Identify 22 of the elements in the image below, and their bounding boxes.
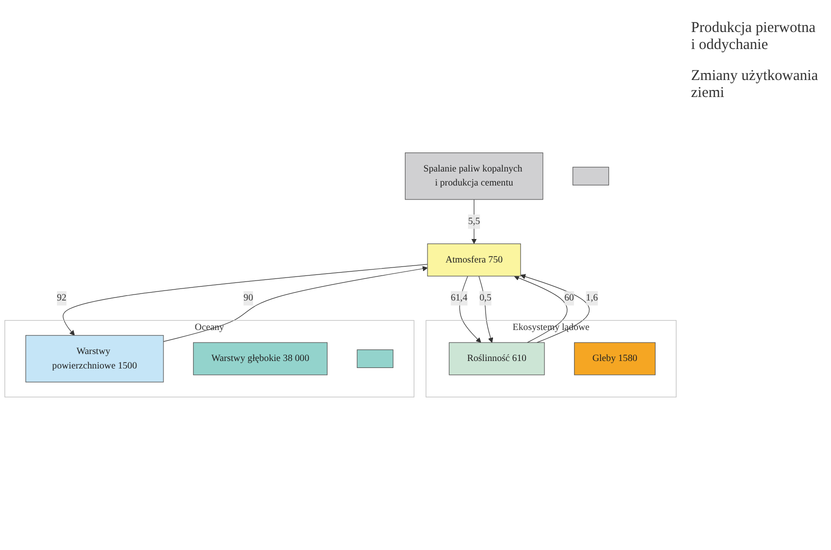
arrow (471, 199, 477, 244)
flow-note: Produkcja pierwotna i oddychanie (691, 20, 817, 54)
arrow (478, 276, 494, 343)
node-box (572, 166, 610, 186)
flow-note: Zmiany użytkowania ziemi (691, 68, 820, 102)
edge-label: 0,5 (479, 292, 492, 304)
edge-label: 90 (244, 292, 254, 304)
edge-label: 1,6 (586, 292, 598, 304)
arrow (520, 274, 590, 343)
edge-label: 92 (56, 292, 66, 304)
node-box: Spalanie paliw kopalnych i produkcja cementu (404, 152, 544, 200)
node-box (356, 350, 394, 368)
node-box: Atmosfera 750 (427, 244, 521, 276)
node-box: Warstwy głębokie 38 000 (193, 342, 328, 376)
arrow (459, 276, 482, 343)
node-box: Warstwy powierzchniowe 1500 (25, 335, 164, 382)
arrow (163, 266, 428, 342)
edge-label: 5,5 (468, 216, 480, 226)
node-box: Roślinność 610 (448, 342, 545, 376)
edge-label: 60 (564, 292, 574, 304)
edge-label: 61,4 (450, 292, 468, 304)
node-box: Gleby 1580 (574, 342, 656, 376)
